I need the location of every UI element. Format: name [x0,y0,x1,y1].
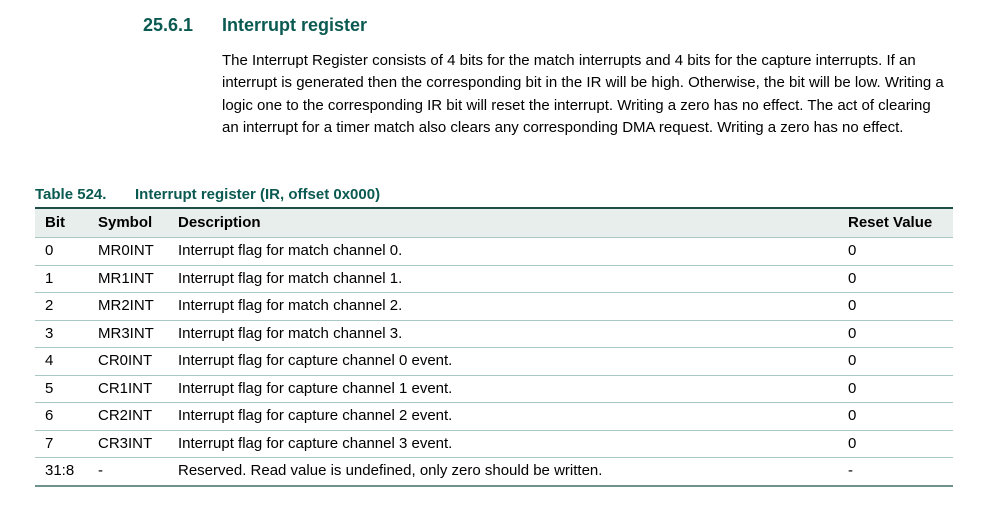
description-cell: Interrupt flag for capture channel 2 eve… [168,402,838,430]
bit-cell: 4 [35,347,88,375]
reset-value-cell: 0 [838,402,953,430]
section-number: 25.6.1 [143,15,194,35]
reset-value-cell: 0 [838,319,953,348]
symbol-cell: - [88,457,168,486]
bit-cell: 3 [35,319,88,348]
symbol-cell: CR1INT [88,374,168,403]
reset-value-cell: 0 [838,429,953,458]
column-header-description: Description [168,208,838,238]
table-caption: Table 524. Interrupt register (IR, offset… [35,186,380,203]
description-cell: Interrupt flag for match channel 2. [168,292,838,320]
section-heading: 25.6.1 Interrupt register [143,15,367,36]
table-row: 7 CR3INT Interrupt flag for capture chan… [35,429,953,458]
column-header-symbol: Symbol [88,208,168,238]
reset-value-cell: 0 [838,374,953,403]
description-cell: Interrupt flag for match channel 0. [178,242,403,259]
table-row: 4 CR0INT Interrupt flag for capture chan… [35,347,953,375]
symbol-cell: CR0INT [88,347,168,375]
table-row: 1 MR1INT Interrupt flag for match channe… [35,264,953,293]
table-row: 2 MR2INT Interrupt flag for match channe… [35,292,953,320]
table-row: 3 MR3INT Interrupt flag for match channe… [35,319,953,348]
reset-value-cell: - [838,457,953,486]
symbol-cell: MR2INT [88,292,168,320]
symbol-cell: MR3INT [88,319,168,348]
column-header-bit: Bit [35,208,88,238]
section-title: Interrupt register [222,15,368,35]
description-cell: Reserved. Read value is undefined, only … [168,457,838,486]
table-caption-label: Table 524. [35,186,107,203]
symbol-cell: MR1INT [88,264,168,293]
bit-cell: 1 [35,264,88,293]
symbol-cell: CR2INT [88,402,168,430]
table-row: 0 MR0INT Interrupt flag for match channe… [35,238,953,266]
bit-cell: 2 [35,292,88,320]
description-cell: Interrupt flag for match channel 3. [168,319,838,348]
reset-value-cell: 0 [838,264,953,293]
interrupt-register-table: Bit Symbol Description Reset Value 0 MR0… [35,207,953,487]
table-caption-title: Interrupt register (IR, offset 0x000) [135,186,381,203]
description-cell: Interrupt flag for match channel 1. [168,264,838,293]
description-cell: Interrupt flag for capture channel 1 eve… [168,374,838,403]
bit-cell: 7 [35,429,88,458]
table-header-row: Bit Symbol Description Reset Value [35,208,953,238]
reset-value-cell: 0 [848,242,857,259]
bit-cell: 5 [35,374,88,403]
symbol-cell: CR3INT [88,429,168,458]
table-body: 0 MR0INT Interrupt flag for match channe… [35,238,953,486]
table-row: 5 CR1INT Interrupt flag for capture chan… [35,374,953,403]
table-header: Bit Symbol Description Reset Value [35,208,953,238]
bit-cell: 6 [35,402,88,430]
body-paragraph: The Interrupt Register consists of 4 bit… [222,52,944,137]
column-header-reset-value: Reset Value [838,208,953,238]
table-row: 31:8 - Reserved. Read value is undefined… [35,457,953,486]
bit-cell: 0 [45,242,54,259]
table-row: 6 CR2INT Interrupt flag for capture chan… [35,402,953,430]
description-cell: Interrupt flag for capture channel 3 eve… [168,429,838,458]
symbol-cell: MR0INT [98,242,154,259]
reset-value-cell: 0 [838,292,953,320]
description-cell: Interrupt flag for capture channel 0 eve… [168,347,838,375]
bit-cell: 31:8 [35,457,88,486]
reset-value-cell: 0 [838,347,953,375]
